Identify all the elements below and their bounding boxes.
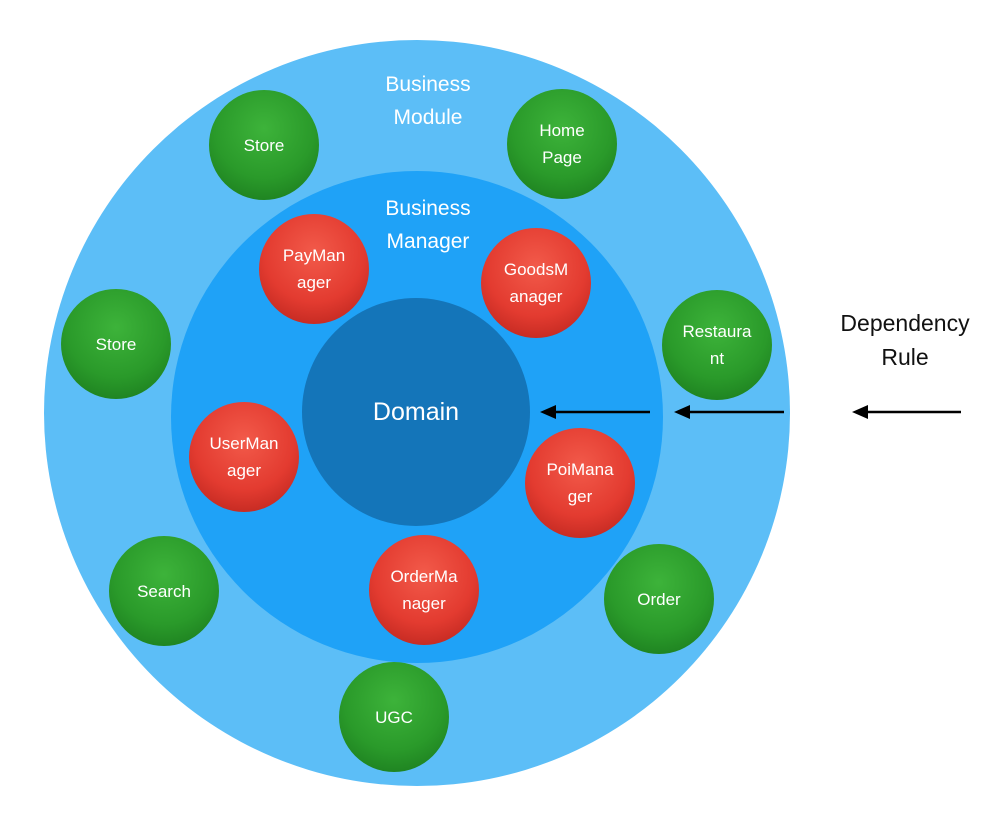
module-node-home-page: Home Page	[507, 89, 617, 199]
module-node-restaurant: Restaura nt	[662, 290, 772, 400]
manager-node-poi: PoiMana ger	[525, 428, 635, 538]
module-node-order: Order	[604, 544, 714, 654]
module-node-store-top: Store	[209, 90, 319, 200]
manager-node-pay: PayMan ager	[259, 214, 369, 324]
module-node-search: Search	[109, 536, 219, 646]
module-node-store-left: Store	[61, 289, 171, 399]
module-node-ugc: UGC	[339, 662, 449, 772]
manager-node-order: OrderMa nager	[369, 535, 479, 645]
arrow-rule-head	[852, 405, 868, 419]
business-module-label: Business Module	[385, 73, 471, 129]
manager-node-user: UserMan ager	[189, 402, 299, 512]
domain-label: Domain	[372, 398, 460, 426]
manager-node-goods: GoodsM anager	[481, 228, 591, 338]
business-manager-label: Business Manager	[385, 197, 471, 253]
domain-core	[302, 298, 530, 526]
dependency-rule-label: Dependency Rule	[840, 310, 970, 370]
